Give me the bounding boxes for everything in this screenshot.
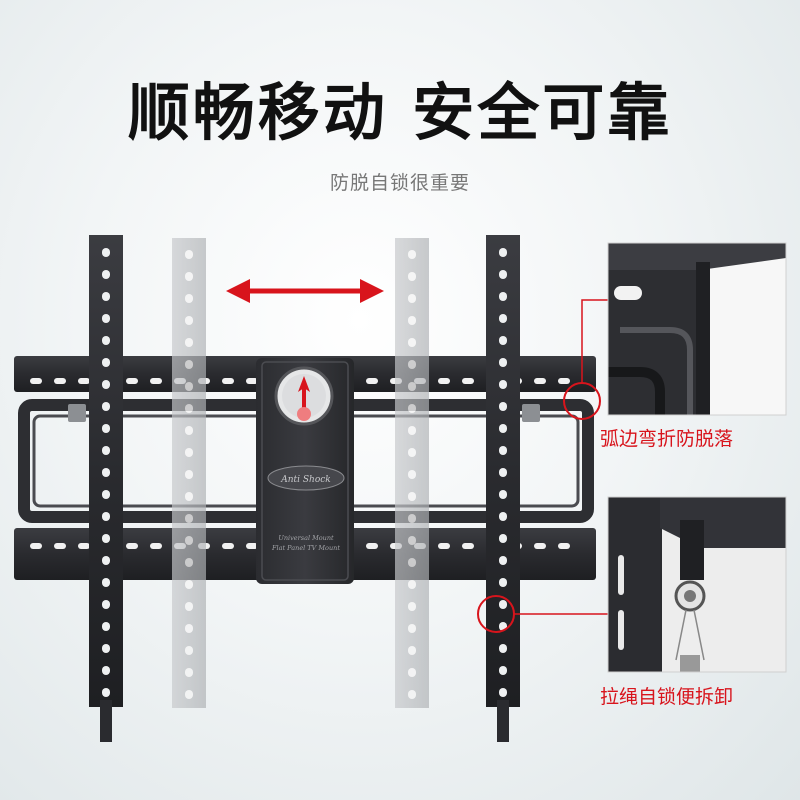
headline: 顺畅移动 安全可靠 xyxy=(127,76,673,149)
double-arrow-icon xyxy=(226,279,384,303)
ghost-arm-right xyxy=(395,238,429,708)
plate-text-1: Universal Mount xyxy=(278,534,334,542)
ghost-arm-left xyxy=(172,238,206,708)
callout-marker-top xyxy=(563,299,608,420)
callout-marker-bottom xyxy=(477,595,608,633)
subline: 防脱自锁很重要 xyxy=(329,172,470,194)
callout-label-lock: 拉绳自锁便拆卸 xyxy=(600,686,734,708)
badge-text: Anti Shock xyxy=(280,475,331,485)
detail-inset-bottom xyxy=(607,496,787,673)
arm-left xyxy=(68,235,123,742)
gauge-icon xyxy=(274,366,334,426)
arm-right xyxy=(486,235,540,742)
detail-inset-top xyxy=(607,242,787,416)
callout-label-bend: 弧边弯折防脱落 xyxy=(600,428,734,450)
plate-text-2: Flat Panel TV Mount xyxy=(271,544,340,552)
center-plate: Anti Shock Universal Mount Flat Panel TV… xyxy=(256,358,354,584)
